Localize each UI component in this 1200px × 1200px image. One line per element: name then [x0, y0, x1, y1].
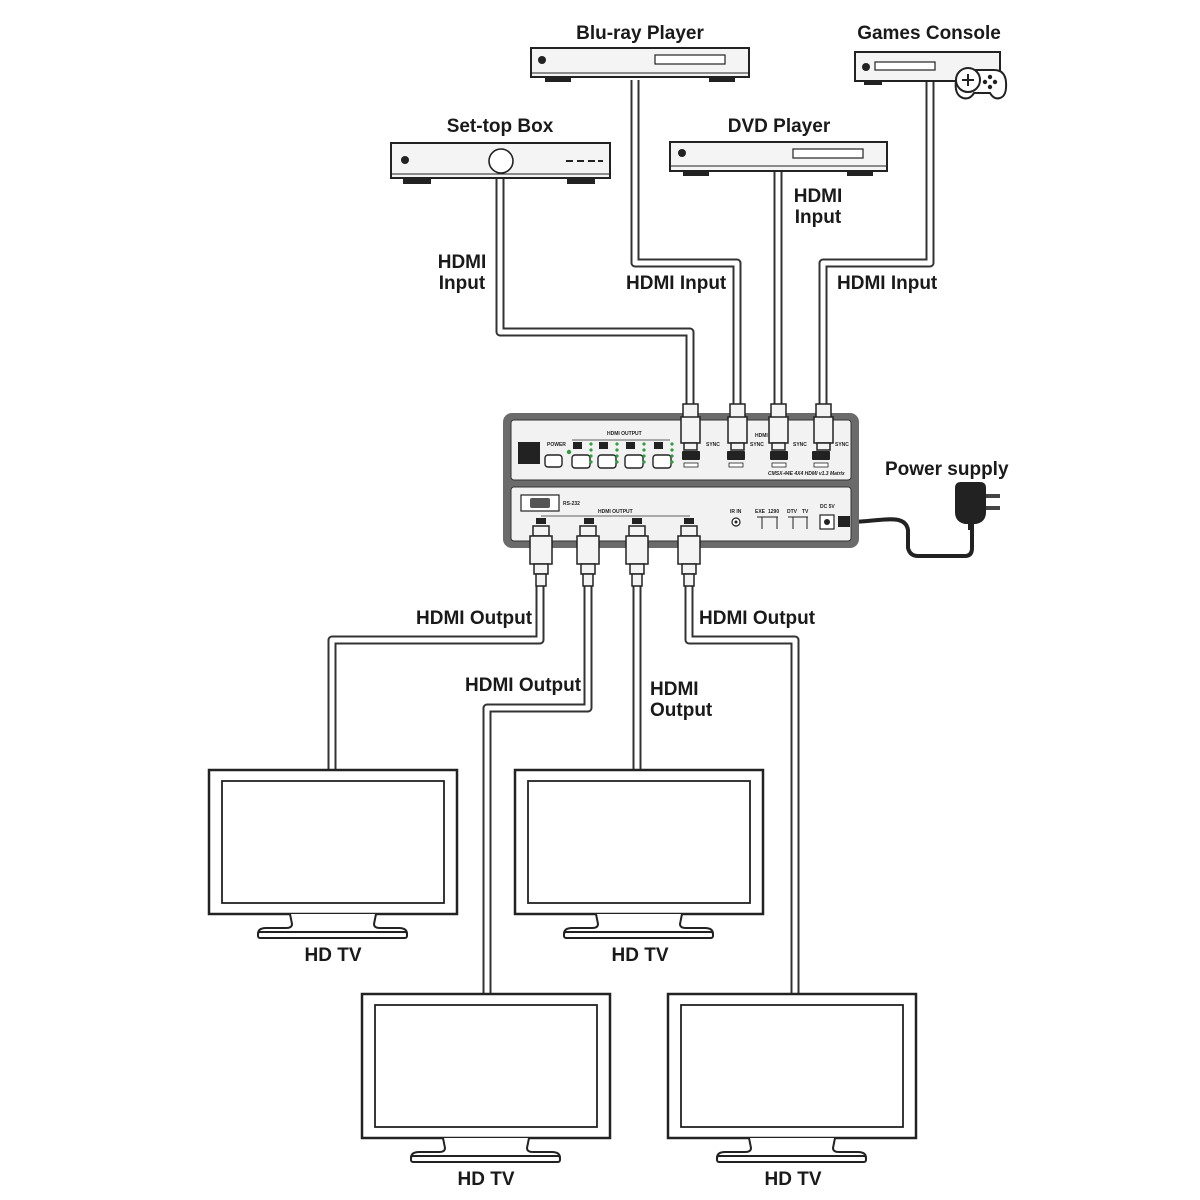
rear-ir-in-label: IR IN — [730, 509, 742, 515]
rear-switch-label-1290: 1290 — [768, 509, 779, 515]
gamepad-icon — [954, 67, 1008, 100]
cable-set-top-box — [495, 178, 695, 410]
output-cables — [327, 586, 800, 995]
hd-tv-1 — [207, 768, 459, 939]
matrix-switcher: POWER HDMI OUTPUT — [503, 403, 859, 587]
rear-switch-label-dtv: DTV — [787, 509, 798, 515]
output-selector-c[interactable] — [624, 442, 646, 469]
hd-tv-3-label: HD TV — [457, 1169, 515, 1190]
hd-tv-3 — [360, 992, 612, 1163]
set-top-box-label: Set-top Box — [446, 116, 554, 137]
power-adapter-icon — [955, 482, 1000, 530]
rear-rs232-label: RS-232 — [563, 501, 580, 507]
dvd-input-label: HDMI Input — [794, 186, 843, 228]
model-text: CMSX-44E 4X4 HDMI v1.3 Matrix — [768, 471, 845, 477]
rs232-port — [520, 494, 560, 512]
set-top-box-input-label: HDMI Input — [438, 252, 487, 294]
rear-hdmi-outputs — [536, 518, 694, 524]
output-c-label: HDMI Output — [650, 679, 712, 721]
ir-window — [518, 442, 540, 464]
front-hdmi-inputs — [682, 451, 830, 468]
sync-label-4: SYNC — [835, 442, 849, 448]
bluray-input-label: HDMI Input — [626, 273, 727, 294]
bluray-player-label: Blu-ray Player — [576, 23, 704, 44]
sync-label-2: SYNC — [750, 442, 764, 448]
sync-label-3: SYNC — [793, 442, 807, 448]
power-button[interactable] — [544, 454, 563, 468]
hd-tv-1-label: HD TV — [304, 945, 362, 966]
rear-dc-label: DC 5V — [820, 504, 835, 510]
output-c-label-line2: Output — [650, 700, 713, 721]
games-console-label: Games Console — [857, 23, 1001, 44]
output-c-label-line1: HDMI — [650, 679, 699, 700]
front-power-label: POWER — [547, 442, 566, 448]
dvd-player-device — [669, 141, 888, 176]
input-plugs — [680, 403, 834, 451]
cable-games-console — [818, 82, 935, 410]
rear-controls: IR IN EXE 1290 DTV TV DC 5V — [730, 504, 835, 530]
front-hdmi-output-label: HDMI OUTPUT — [607, 431, 642, 437]
power-cable — [847, 517, 974, 558]
set-top-box-device — [390, 142, 611, 184]
output-a-label: HDMI Output — [416, 608, 533, 629]
hd-tv-4-label: HD TV — [764, 1169, 822, 1190]
rear-hdmi-output-label: HDMI OUTPUT — [598, 509, 633, 515]
front-hdmi-label: HDMI — [755, 433, 768, 439]
output-selector-a[interactable] — [571, 442, 593, 469]
output-selector-b[interactable] — [597, 442, 619, 469]
hd-tv-2-label: HD TV — [611, 945, 669, 966]
hd-tv-4 — [666, 992, 918, 1163]
rear-switch-label-exe: EXE — [755, 509, 766, 515]
set-top-box-input-label-line2: Input — [438, 273, 486, 294]
output-selector-d[interactable] — [652, 442, 674, 469]
power-plug — [838, 516, 850, 527]
output-d-label: HDMI Output — [699, 608, 816, 629]
sync-label-1: SYNC — [706, 442, 720, 448]
power-supply-label: Power supply — [885, 459, 1009, 480]
dvd-input-label-line1: HDMI — [793, 186, 843, 207]
games-console-input-label: HDMI Input — [837, 273, 938, 294]
bluray-player-device — [530, 47, 750, 82]
output-b-label: HDMI Output — [465, 675, 582, 696]
set-top-box-input-label-line1: HDMI — [437, 252, 487, 273]
hd-tv-2 — [513, 768, 765, 939]
rear-switch-label-tv: TV — [802, 509, 809, 515]
input-cables — [495, 80, 935, 410]
dvd-player-label: DVD Player — [727, 116, 831, 137]
output-plugs — [529, 525, 701, 587]
output-selectors — [571, 442, 674, 469]
dvd-input-label-line2: Input — [794, 207, 842, 228]
